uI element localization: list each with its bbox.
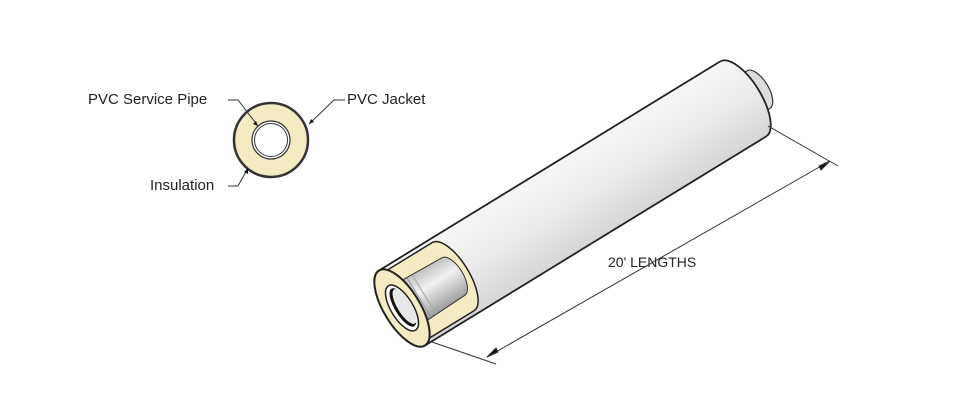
insulation-leader (228, 167, 249, 187)
length-label: 20' LENGTHS (608, 254, 697, 270)
length-dimension (431, 125, 839, 365)
jacket-leader (308, 99, 345, 125)
pipe-3d (373, 59, 774, 348)
service-pipe-label: PVC Service Pipe (88, 91, 208, 108)
service-pipe-leader (228, 99, 259, 127)
cross-section (228, 99, 345, 187)
insulation-label: Insulation (150, 177, 215, 194)
jacket-label: PVC Jacket (347, 91, 426, 108)
